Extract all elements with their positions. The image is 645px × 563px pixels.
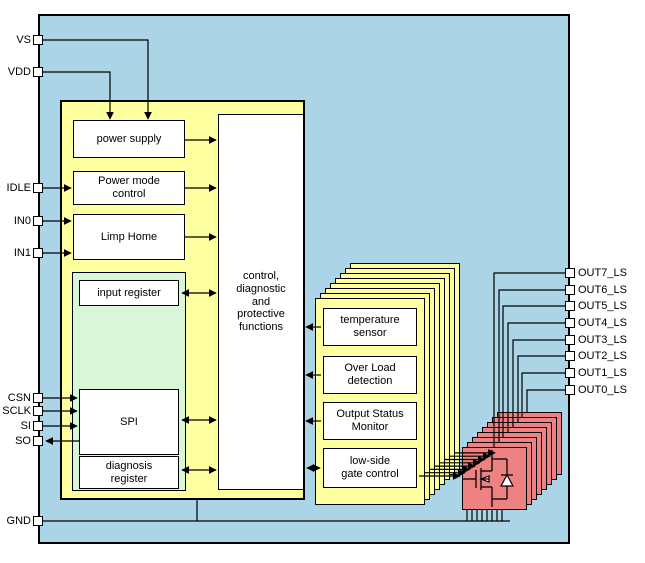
pin-out6-ls-label: OUT6_LS (578, 284, 627, 296)
limp-home-label: Limp Home (100, 230, 158, 243)
low-side-gate-control-block: low-side gate control (323, 448, 417, 488)
pin-out4-ls (565, 318, 575, 328)
temperature-sensor-block: temperature sensor (323, 308, 417, 346)
pin-out1-ls-label: OUT1_LS (578, 367, 627, 379)
pin-vdd (33, 67, 43, 77)
control-block-label: control, diagnostic and protective funct… (236, 269, 286, 334)
pin-idle-label: IDLE (6, 182, 31, 194)
pin-so-label: SO (15, 435, 31, 447)
mosfet-symbol-icon (462, 450, 515, 507)
pin-out5-ls-label: OUT5_LS (578, 300, 627, 312)
pin-out0-ls-label: OUT0_LS (578, 384, 627, 396)
pin-out4-ls-label: OUT4_LS (578, 317, 627, 329)
pin-csn (33, 393, 43, 403)
pin-in0-label: IN0 (13, 215, 31, 227)
body-diode-icon (499, 473, 515, 487)
pin-out1-ls (565, 368, 575, 378)
pin-vs (33, 35, 43, 45)
pin-out6-ls (565, 285, 575, 295)
pin-out3-ls (565, 335, 575, 345)
pin-sclk (33, 406, 43, 416)
control-block: control, diagnostic and protective funct… (218, 114, 304, 490)
spi-label: SPI (120, 415, 138, 428)
pin-out7-ls-label: OUT7_LS (578, 267, 627, 279)
pin-vdd-label: VDD (7, 66, 31, 78)
spi-block: SPI (79, 389, 179, 455)
diagnosis-register-label: diagnosis register (105, 459, 153, 485)
pin-in1 (33, 248, 43, 258)
pin-out2-ls-label: OUT2_LS (578, 350, 627, 362)
pin-out3-ls-label: OUT3_LS (578, 334, 627, 346)
power-mode-control-label: Power mode control (98, 175, 160, 200)
pin-idle (33, 183, 43, 193)
power-supply-label: power supply (96, 132, 162, 145)
pin-sclk-label: SCLK (2, 405, 31, 417)
pin-csn-label: CSN (7, 392, 31, 404)
pin-in1-label: IN1 (13, 247, 31, 259)
pin-out0-ls (565, 385, 575, 395)
pin-in0 (33, 216, 43, 226)
pin-vs-label: VS (16, 34, 31, 46)
power-supply-block: power supply (73, 120, 185, 158)
low-side-gate-control-label: low-side gate control (341, 455, 399, 480)
pin-gnd (33, 516, 43, 526)
pin-out2-ls (565, 351, 575, 361)
pin-out5-ls (565, 301, 575, 311)
temperature-sensor-label: temperature sensor (340, 314, 400, 339)
diagnosis-register-block: diagnosis register (79, 456, 179, 489)
pin-si-label: SI (20, 420, 31, 432)
output-status-monitor-label: Output Status Monitor (336, 408, 404, 433)
over-load-detection-block: Over Load detection (323, 356, 417, 394)
input-register-block: input register (79, 280, 179, 306)
pin-out7-ls (565, 268, 575, 278)
pin-gnd-label: GND (6, 515, 31, 527)
output-status-monitor-block: Output Status Monitor (323, 402, 417, 440)
power-mode-control-block: Power mode control (73, 171, 185, 205)
over-load-detection-label: Over Load detection (344, 362, 396, 387)
input-register-label: input register (97, 286, 161, 299)
limp-home-block: Limp Home (73, 214, 185, 260)
pin-so (33, 436, 43, 446)
pin-si (33, 421, 43, 431)
